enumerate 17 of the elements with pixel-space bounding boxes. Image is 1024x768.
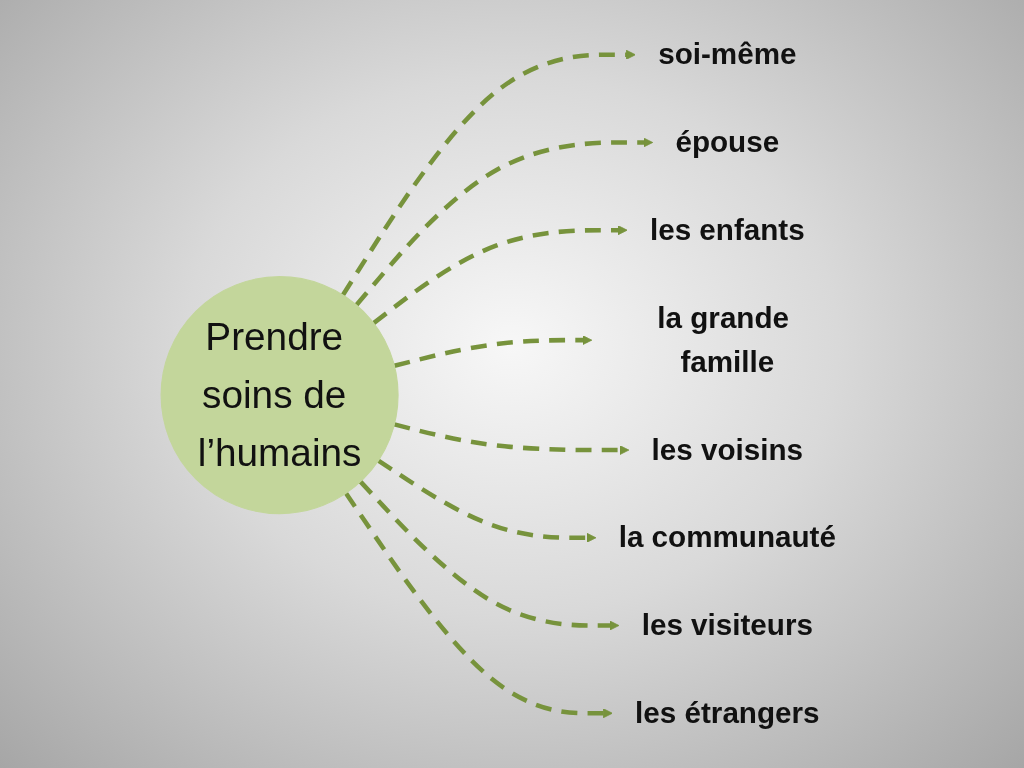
node-circle: Prendre soins de l’humains bbox=[160, 276, 399, 515]
arrow bbox=[372, 225, 628, 325]
arrow bbox=[358, 480, 620, 631]
node-text: les enfants bbox=[649, 212, 805, 247]
arrow bbox=[354, 137, 654, 307]
arrow bbox=[393, 335, 593, 368]
arrow bbox=[344, 491, 613, 719]
node-text: la grande famille bbox=[657, 300, 790, 379]
node-text: soi-même bbox=[658, 37, 797, 72]
node-text: la communauté bbox=[618, 520, 836, 555]
arrow bbox=[341, 49, 636, 297]
node-text: les étrangers bbox=[635, 695, 820, 730]
node-text: les visiteurs bbox=[641, 607, 813, 643]
arrow bbox=[377, 458, 597, 543]
arrow bbox=[393, 422, 630, 456]
node-text: épouse bbox=[675, 124, 780, 159]
node-text: les voisins bbox=[651, 432, 804, 467]
